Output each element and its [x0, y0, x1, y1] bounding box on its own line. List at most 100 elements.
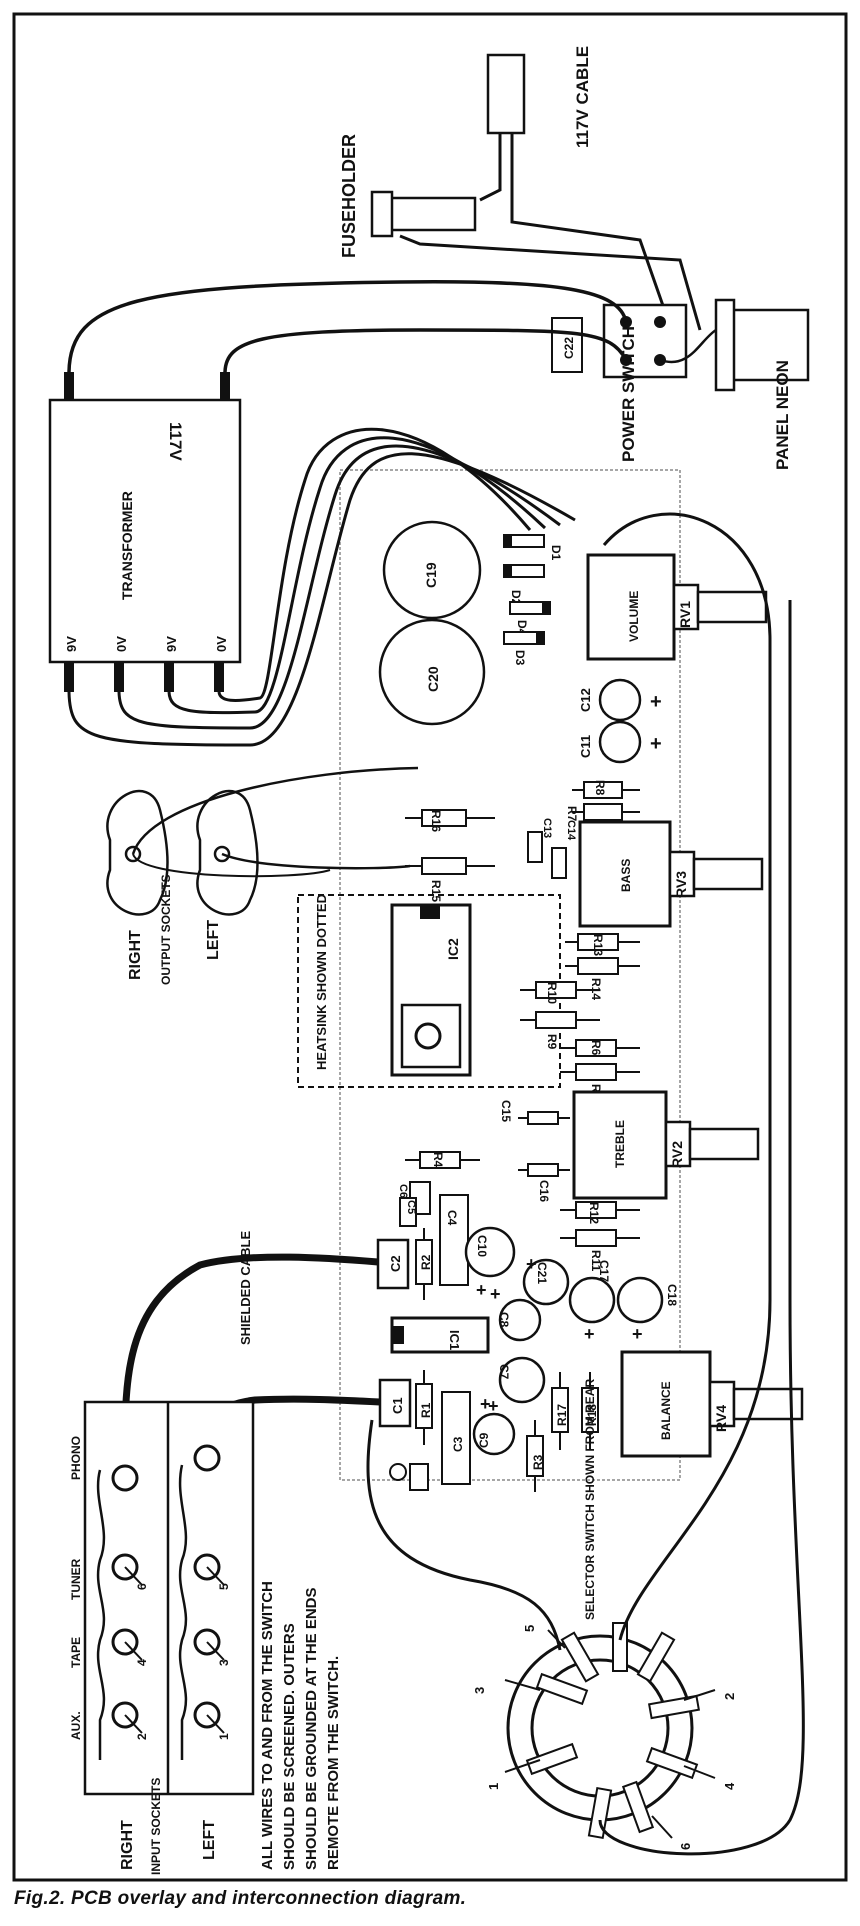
- r6-body: [575, 1039, 617, 1057]
- arrow-pin-5: [206, 1566, 225, 1586]
- c16-label: C16: [537, 1180, 551, 1202]
- c6-label: C6: [397, 1184, 409, 1198]
- rv3-label: RV3: [673, 871, 689, 898]
- r8-label: R8: [593, 780, 607, 796]
- secondary-lug-3: [164, 662, 174, 692]
- switch-lug-9: [587, 1786, 613, 1840]
- r13-body: [577, 933, 619, 951]
- tap-9v-a: 9V: [64, 636, 79, 652]
- aux-label: AUX.: [69, 1711, 83, 1740]
- c13-body: [527, 831, 543, 863]
- primary-wire-2: [223, 328, 628, 373]
- r16-body: [421, 809, 467, 827]
- output-wire-left: [221, 852, 411, 870]
- c12-body: [598, 678, 642, 722]
- output-sockets-group: RIGHT OUTPUT SOCKETS LEFT: [106, 766, 419, 985]
- volume-label: VOLUME: [627, 591, 641, 642]
- rv2-shaft: [688, 1127, 760, 1161]
- c18-body: [616, 1276, 664, 1324]
- c4-label: C4: [445, 1210, 459, 1226]
- preamp-upper-group: R4 C6 C5 C4: [397, 1151, 480, 1286]
- r14-body: [577, 957, 619, 975]
- note-line-3: SHOULD BE GROUNDED AT THE ENDS: [303, 1587, 320, 1870]
- sw-2-label: 2: [722, 1693, 737, 1700]
- rv1-volume-group: VOLUME RV1: [586, 553, 768, 661]
- power-switch-body: [602, 303, 688, 379]
- c16-body: [527, 1163, 559, 1177]
- c7-plus: +: [488, 1396, 499, 1416]
- r7-r8-group: R8 R7: [565, 780, 640, 822]
- phono-label: PHONO: [69, 1436, 83, 1480]
- c13-label: C13: [541, 818, 553, 838]
- output-right-label: RIGHT: [127, 930, 144, 980]
- c22-body: [551, 317, 583, 373]
- preamp-mid-group: C2 R2 C10 + C21 + C17 + C18 +: [376, 1226, 679, 1344]
- c9-label: C9: [477, 1432, 491, 1448]
- output-sockets-text: OUTPUT SOCKETS: [159, 874, 173, 985]
- rv1-bush: [672, 583, 700, 631]
- switch-terminal-2: [654, 316, 666, 328]
- c18-label: C18: [665, 1284, 679, 1306]
- r9-body: [535, 1011, 577, 1029]
- ic2-tab-hole: [414, 1022, 442, 1050]
- arrow-pin-6: [124, 1566, 143, 1586]
- mains-cable-wire-1: [479, 133, 502, 202]
- figure-caption: Fig.2. PCB overlay and interconnection d…: [14, 1888, 467, 1909]
- r10-body: [535, 981, 577, 999]
- secondary-lug-4: [214, 662, 224, 692]
- c20-label: C20: [425, 666, 441, 692]
- transformer-group: TRANSFORMER 117V 9V 0V 9V 0V: [48, 372, 242, 692]
- c10-body: [464, 1226, 516, 1278]
- rv2-treble-group: TREBLE RV2: [572, 1090, 760, 1200]
- rv2-bush: [664, 1120, 692, 1168]
- secondary-wire-2: [117, 444, 561, 730]
- secondary-wire-3: [167, 436, 547, 715]
- ic1-label: IC1: [447, 1330, 462, 1350]
- power-switch-group: C22 POWER SWITCH PANEL NEON: [551, 298, 810, 470]
- rv2-label: RV2: [669, 1141, 685, 1168]
- primary-wire-1: [67, 280, 628, 373]
- c14-body: [551, 847, 567, 879]
- c11-label: C11: [578, 735, 593, 758]
- r4-label: R4: [431, 1152, 445, 1168]
- bass-label: BASS: [619, 859, 633, 892]
- c22-label: C22: [562, 337, 576, 359]
- secondary-wire-1: [67, 452, 576, 747]
- rv3-bass-group: BASS RV3: [578, 820, 764, 928]
- shielded-cable-label: SHIELDED CABLE: [238, 1231, 253, 1345]
- power-supply-group: C19 C20 D1 D2 D4 D3: [378, 520, 563, 726]
- r15-body: [421, 857, 467, 875]
- r7-body: [583, 803, 623, 821]
- arrow-sw-1: [504, 1759, 541, 1773]
- primary-lug-2: [220, 372, 230, 400]
- pin-1-label: 1: [217, 1733, 231, 1740]
- arrow-sw-4: [683, 1765, 716, 1779]
- cable-117v-label: 117V CABLE: [573, 46, 592, 148]
- switch-wire-left: [366, 1419, 562, 1651]
- tape-label: TAPE: [69, 1637, 83, 1668]
- switch-lug-6: [647, 1694, 701, 1720]
- pin-6-label: 6: [135, 1583, 149, 1590]
- arrow-sw-6: [651, 1815, 673, 1839]
- wiring-note: ALL WIRES TO AND FROM THE SWITCH SHOULD …: [259, 1581, 342, 1870]
- selector-switch-label: SELECTOR SWITCH SHOWN FROM REAR: [583, 1379, 597, 1620]
- r12-label: R12: [587, 1202, 601, 1224]
- d1-label: D1: [549, 545, 563, 561]
- c7-body: [498, 1356, 546, 1404]
- c8-body: [498, 1298, 542, 1342]
- secondary-lug-2: [114, 662, 124, 692]
- switch-lug-5: [636, 1631, 676, 1683]
- r1-body: [415, 1383, 433, 1429]
- c7-label: C7: [497, 1364, 511, 1380]
- arrow-sw-3: [504, 1679, 541, 1691]
- mains-cable-wire-2: [510, 133, 670, 321]
- c8-plus: +: [490, 1284, 501, 1304]
- transformer-rating: 117V: [166, 422, 185, 461]
- note-line-2: SHOULD BE SCREENED. OUTERS: [281, 1623, 298, 1870]
- rv4-balance-group: BALANCE RV4: [620, 1350, 804, 1458]
- balance-label: BALANCE: [659, 1381, 673, 1440]
- switch-lug-8: [621, 1780, 655, 1834]
- c19-label: C19: [423, 562, 439, 588]
- d1-band: [504, 535, 512, 547]
